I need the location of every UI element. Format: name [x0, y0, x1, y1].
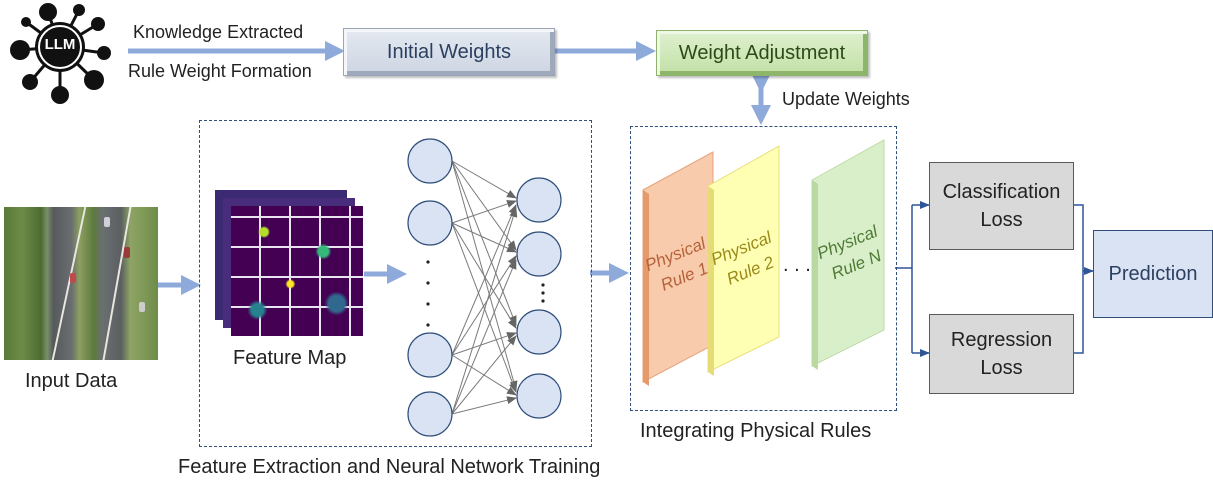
loss-connectors: [895, 201, 1094, 357]
initial-weights-box: Initial Weights: [343, 28, 555, 76]
rules-ellipsis: . . .: [783, 254, 811, 276]
knowledge-extracted-label: Knowledge Extracted: [133, 22, 304, 42]
llm-network-icon: [10, 3, 111, 104]
output-neuron: [516, 373, 562, 419]
network-ellipsis-right: [541, 283, 545, 303]
physical-rule-1-panel: [642, 151, 714, 386]
feature-extraction-label: Feature Extraction and Neural Network Tr…: [178, 456, 601, 478]
input-data-label: Input Data: [25, 370, 118, 392]
update-weights-label: Update Weights: [782, 89, 910, 109]
feature-map-label: Feature Map: [233, 347, 347, 369]
feature-extraction-frame: [199, 120, 592, 447]
network-edges: [451, 160, 518, 415]
physical-rule-2-panel: [707, 145, 780, 376]
feature-map-image: [215, 190, 363, 338]
prediction-box: Prediction: [1093, 230, 1213, 318]
network-ellipsis-left: [426, 260, 430, 327]
integrating-physical-rules-label: Integrating Physical Rules: [640, 420, 872, 442]
input-neuron: [407, 332, 453, 378]
llm-label: LLM: [44, 36, 76, 53]
input-neuron: [407, 138, 453, 184]
output-neuron: [516, 231, 562, 277]
physical-rules-frame: [630, 126, 897, 411]
physical-rule-n-panel: [811, 139, 885, 370]
weight-adjustment-box: Weight Adjustment: [656, 30, 868, 76]
input-neuron: [407, 391, 453, 437]
input-neuron: [407, 200, 453, 246]
output-neuron: [516, 309, 562, 355]
output-neuron: [516, 177, 562, 223]
rule-weight-formation-label: Rule Weight Formation: [128, 61, 312, 81]
network-nodes: [407, 138, 562, 437]
input-data-image: [4, 207, 158, 360]
